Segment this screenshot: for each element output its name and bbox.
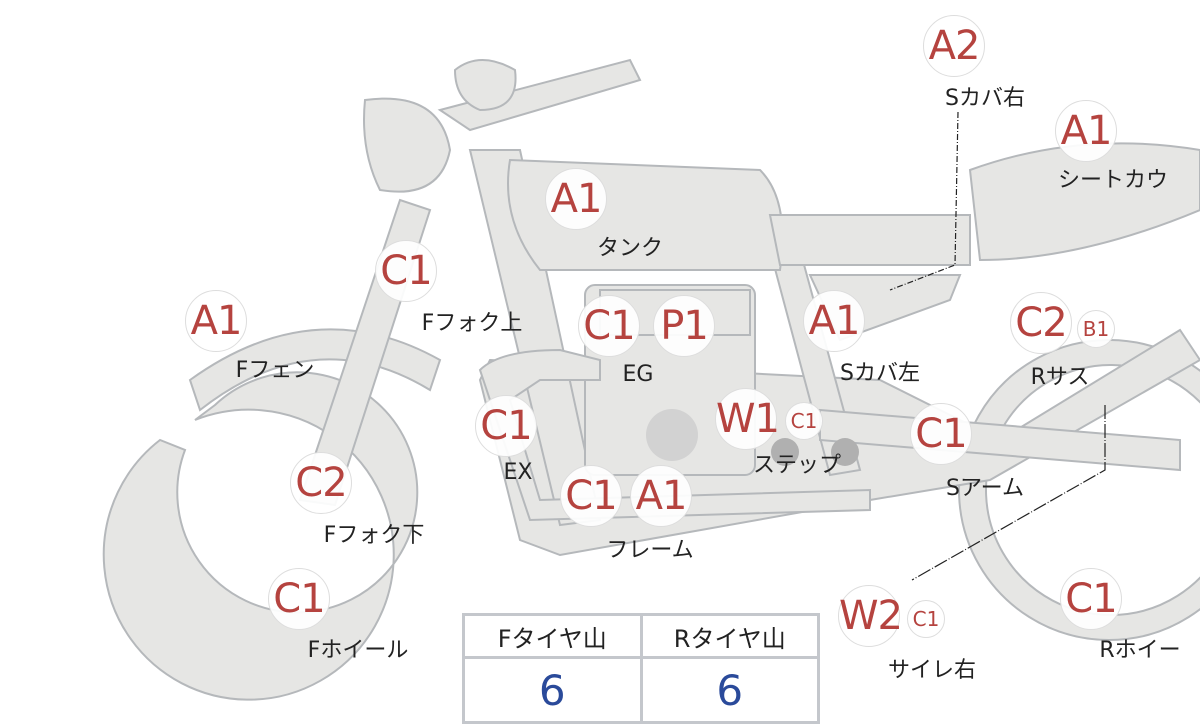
grade-badge: A1 — [185, 290, 247, 352]
seat-frame — [768, 214, 971, 266]
part-label: ステップ — [752, 453, 842, 478]
grade-badge: A2 — [923, 15, 985, 77]
part-label: EG — [622, 362, 654, 387]
grade-badge: W1 — [715, 388, 780, 450]
rear-tire-value: 6 — [639, 656, 820, 724]
part-label: Sカバ左 — [840, 361, 920, 386]
grade-badge: C2 — [1010, 292, 1072, 354]
front-tire-value: 6 — [462, 656, 643, 724]
grade-badge: C1 — [560, 465, 622, 527]
exhaust — [478, 348, 871, 522]
grade-badge: C1 — [475, 395, 537, 457]
grade-badge: W2 — [838, 585, 903, 647]
sub-grade-badge: B1 — [1077, 310, 1115, 348]
grade-badge: C1 — [375, 240, 437, 302]
part-label: Fフェン — [235, 358, 315, 383]
part-label: Rサス — [1030, 365, 1090, 390]
grade-badge: A1 — [1055, 100, 1117, 162]
handlebar — [437, 58, 642, 132]
seat — [968, 142, 1200, 262]
part-label: サイレ右 — [887, 658, 977, 683]
headlight — [363, 97, 452, 193]
part-label: シートカウ — [1057, 168, 1169, 193]
grade-badge: C1 — [578, 295, 640, 357]
grade-badge: P1 — [653, 295, 715, 357]
part-label: Fホイール — [307, 638, 409, 663]
part-label: タンク — [596, 236, 664, 261]
tire-tread-table: Fタイヤ山 Rタイヤ山 6 6 — [462, 613, 820, 724]
mirror — [453, 59, 517, 112]
part-label: Rホイー — [1099, 638, 1181, 663]
grade-badge: A1 — [545, 168, 607, 230]
sub-grade-badge: C1 — [785, 402, 823, 440]
sub-grade-badge: C1 — [907, 600, 945, 638]
grade-badge: C1 — [268, 568, 330, 630]
grade-badge: C1 — [910, 403, 972, 465]
leader-line-muffler — [911, 405, 1106, 581]
part-label: Sアーム — [946, 476, 1024, 501]
part-label: EX — [503, 460, 533, 485]
leader-line-scover-right — [889, 111, 959, 291]
grade-badge: A1 — [630, 465, 692, 527]
grade-badge: A1 — [803, 290, 865, 352]
part-label: Sカバ右 — [945, 86, 1025, 111]
grade-badge: C2 — [290, 452, 352, 514]
front-tire-header: Fタイヤ山 — [462, 613, 643, 659]
grade-badge: C1 — [1060, 568, 1122, 630]
part-label: Fフォク下 — [323, 523, 425, 548]
part-label: Fフォク上 — [421, 311, 523, 336]
rear-tire-header: Rタイヤ山 — [639, 613, 820, 659]
part-label: フレーム — [606, 538, 694, 563]
